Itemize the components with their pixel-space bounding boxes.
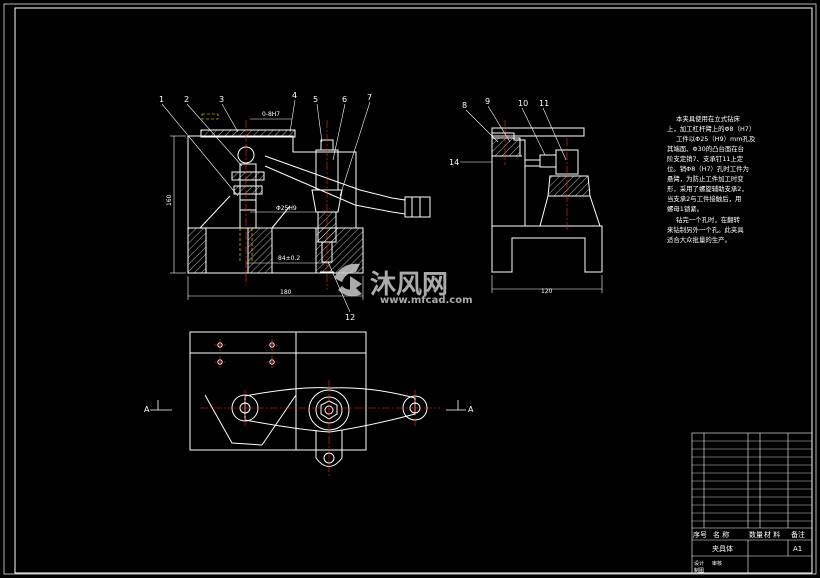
section-mark-right: A <box>468 405 474 414</box>
section-mark-left: A <box>144 405 150 414</box>
callout-10: 10 <box>518 99 528 108</box>
tb-row-draw: 制图 <box>694 567 704 574</box>
title-block-rows <box>692 440 812 522</box>
tb-sheet-size: A1 <box>793 545 802 553</box>
callout-1: 1 <box>159 95 164 104</box>
tb-header-name: 名 称 <box>713 530 729 539</box>
technical-notes: 本夹具使用在立式钻床 上，加工杠杆臂上的Φ8（H7） 工件以Φ25（H9）mm孔… <box>667 114 756 244</box>
watermark-url: www.mfcad.com <box>380 295 473 306</box>
top-centerlines <box>200 339 440 478</box>
outer-frame <box>3 3 817 575</box>
callout-3: 3 <box>219 95 224 104</box>
watermark-logo <box>334 263 362 297</box>
note-line: 上，加工杠杆臂上的Φ8（H7） <box>667 124 755 133</box>
note-line: 其端面、Φ30的凸台面在台 <box>667 144 744 153</box>
callout-12: 12 <box>345 313 355 322</box>
note-line: 螺母1锁紧。 <box>667 204 703 213</box>
callout-leaders <box>161 99 567 313</box>
tb-header-material: 材 料 <box>764 530 780 539</box>
callout-14: 14 <box>449 158 459 167</box>
tb-header-qty: 数量 <box>749 530 763 539</box>
callout-numbers: 1 2 3 4 5 6 7 8 9 10 11 12 14 <box>159 91 549 322</box>
note-line: 钻完一个孔时，在翻转 <box>676 215 741 224</box>
note-line: 本夹具使用在立式钻床 <box>676 114 741 123</box>
note-line: 位。销Φ8（H7）孔时工件为 <box>667 164 749 173</box>
dim-hole-fit: Φ25H9 <box>276 205 297 212</box>
note-line: 工件以Φ25（H9）mm孔及 <box>676 134 756 143</box>
callout-8: 8 <box>462 101 467 110</box>
inner-frame <box>14 7 813 574</box>
dim-front-width: 180 <box>280 289 292 296</box>
side-view <box>491 127 603 293</box>
front-view <box>170 118 431 300</box>
callout-11: 11 <box>539 99 549 108</box>
tb-header-remark: 备注 <box>791 530 805 539</box>
note-line: 阶支定销7、支承钉11上定 <box>667 154 744 163</box>
tb-header-no: 序号 <box>693 530 707 539</box>
top-view <box>150 331 466 467</box>
note-line: 形，采用了螺旋辅助支承2， <box>667 184 748 193</box>
dim-center-distance: 84±0.2 <box>278 255 300 262</box>
note-line: 适合大众批量的生产。 <box>667 235 731 244</box>
side-centerlines <box>504 120 568 232</box>
tb-row-design: 设计 <box>694 560 704 567</box>
dimension-texts: 0-8H7 Φ25H9 84±0.2 160 180 120 A A <box>144 111 553 414</box>
callout-2: 2 <box>184 95 189 104</box>
dim-bore-fit: 0-8H7 <box>262 111 280 118</box>
tb-part-name: 夹具体 <box>712 544 733 553</box>
note-line: 悬臂，为防止工件加工时变 <box>667 174 744 183</box>
note-line: 当支承2与工件接触后，用 <box>667 194 741 203</box>
callout-7: 7 <box>367 93 372 102</box>
dim-height: 160 <box>166 194 173 206</box>
note-line: 来钻制另外一个孔。此夹具 <box>667 225 744 234</box>
dim-side-width: 120 <box>541 288 553 295</box>
callout-5: 5 <box>313 95 318 104</box>
callout-9: 9 <box>485 97 490 106</box>
title-block-text: 序号 名 称 数量 材 料 备注 夹具体 A1 设计 审核 制图 <box>693 530 805 574</box>
tb-row-review: 审核 <box>712 560 722 567</box>
callout-6: 6 <box>342 95 347 104</box>
watermark-brand: 沐风网 <box>370 270 448 300</box>
front-centerlines <box>245 120 328 290</box>
callout-4: 4 <box>292 91 297 100</box>
watermark: 沐风网 www.mfcad.com <box>334 263 473 306</box>
front-hidden-lines <box>201 113 253 262</box>
